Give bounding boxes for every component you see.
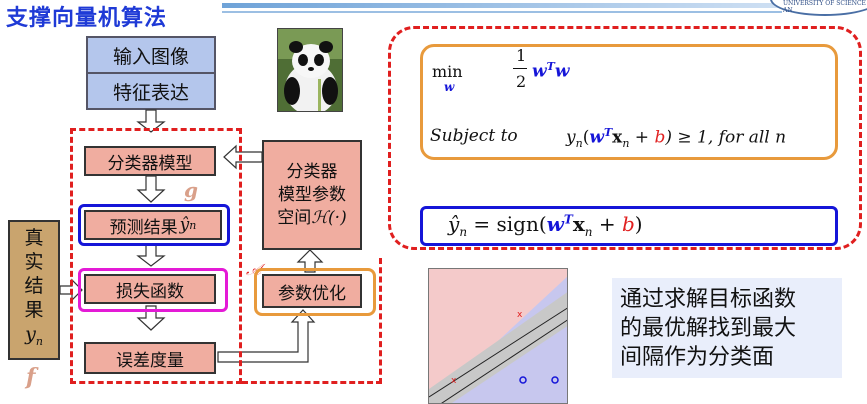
svm-illustration: x x: [428, 268, 568, 404]
prediction-label: 预测结果: [109, 217, 178, 238]
note-line-1: 通过求解目标函数: [620, 286, 797, 312]
decision-x: x: [572, 212, 585, 236]
truth-subscript: n: [35, 334, 43, 348]
fraction-numerator: 1: [516, 46, 527, 65]
optimizer-region-dashed: [242, 258, 382, 384]
truth-symbol: y: [25, 323, 36, 346]
objective-w2: w: [554, 61, 570, 82]
prediction-highlight: [78, 204, 230, 246]
input-image-label: 输入图像: [112, 45, 189, 68]
decision-b: b: [621, 212, 635, 236]
truth-char-1: 真: [24, 227, 44, 250]
param-opt-label: 参数优化: [278, 283, 346, 304]
objective-w1: w: [532, 61, 547, 82]
error-measure-label: 误差度量: [116, 350, 184, 371]
optimization-box: [420, 44, 838, 160]
truth-char-2: 实: [24, 251, 44, 274]
constraint-y: y: [566, 127, 576, 148]
label-g: g: [184, 178, 198, 202]
constraint-expression: yn(wTxn + b) ≥ 1, for all n: [566, 126, 787, 151]
param-opt-box: 参数优化: [262, 274, 362, 308]
constraint-plus: +: [629, 127, 655, 148]
objective-transpose: T: [546, 60, 555, 73]
input-image-box: 输入图像: [86, 36, 216, 74]
constraint-transpose: T: [603, 126, 613, 139]
note-line-3: 间隔作为分类面: [620, 344, 775, 370]
svg-text:x: x: [517, 310, 523, 320]
objective-term: wTw: [532, 60, 569, 82]
slide-title: 支撑向量机算法: [6, 6, 168, 31]
decision-w: w: [546, 212, 564, 236]
classifier-model-box: 分类器模型: [84, 146, 216, 176]
label-f: f: [26, 364, 36, 390]
decision-yhat-sub: n: [459, 225, 468, 239]
decision-plus: +: [592, 212, 622, 236]
subject-to-label: Subject to: [430, 126, 518, 146]
error-measure-box: 误差度量: [84, 342, 216, 374]
svg-text:x: x: [451, 376, 457, 386]
constraint-x-sub: n: [622, 137, 630, 151]
title-underline-secondary: [222, 11, 782, 13]
constraint-b: b: [654, 127, 666, 148]
constraint-rhs: ) ≥ 1, for all n: [665, 127, 787, 148]
university-logo-text: UNIVERSITY OF SCIENCE AN: [783, 0, 866, 14]
constraint-w: w: [589, 127, 604, 148]
decision-function: ŷn = sign(wTxn + b): [448, 212, 643, 239]
param-opt-highlight: [254, 268, 376, 316]
model-region-dashed: [70, 128, 242, 384]
feature-repr-box: 特征表达: [86, 72, 216, 110]
prediction-subscript: n: [189, 218, 197, 232]
note-line-2: 的最优解找到最大: [620, 315, 797, 341]
truth-char-4: 果: [24, 299, 44, 322]
param-space-line2: 模型参数: [278, 184, 346, 205]
param-space-symbol: ℋ(·): [311, 207, 347, 228]
decision-transpose: T: [563, 212, 573, 227]
loss-function-label: 损失函数: [116, 281, 184, 302]
decision-function-box: [420, 206, 838, 246]
decision-yhat: ŷ: [448, 212, 460, 236]
param-space-line1: 分类器: [286, 161, 338, 182]
fraction-bar: [513, 68, 527, 69]
fraction-denominator: 2: [516, 72, 527, 91]
loss-highlight: [78, 268, 228, 312]
ground-truth-box: 真 实 结 果 yn: [8, 220, 60, 360]
decision-close: ): [634, 212, 643, 236]
min-subscript: w: [444, 80, 455, 94]
panda-image: [277, 28, 343, 112]
feature-repr-label: 特征表达: [112, 81, 189, 104]
param-space-line3: 空间: [277, 207, 312, 228]
formula-panel: [388, 26, 862, 250]
param-space-box: 分类器 模型参数 空间ℋ(·): [262, 140, 362, 250]
constraint-y-sub: n: [575, 137, 583, 151]
min-operator: min: [432, 62, 463, 81]
loss-function-box: 损失函数: [84, 274, 216, 304]
constraint-x: x: [612, 127, 623, 148]
truth-char-3: 结: [24, 275, 44, 298]
decision-sign: = sign(: [467, 212, 547, 236]
explanation-note: 通过求解目标函数 的最优解找到最大 间隔作为分类面: [612, 278, 842, 378]
classifier-model-label: 分类器模型: [107, 153, 193, 174]
title-underline: [222, 3, 782, 8]
prediction-symbol: ŷ: [179, 215, 190, 235]
decision-x-sub: n: [584, 225, 593, 239]
